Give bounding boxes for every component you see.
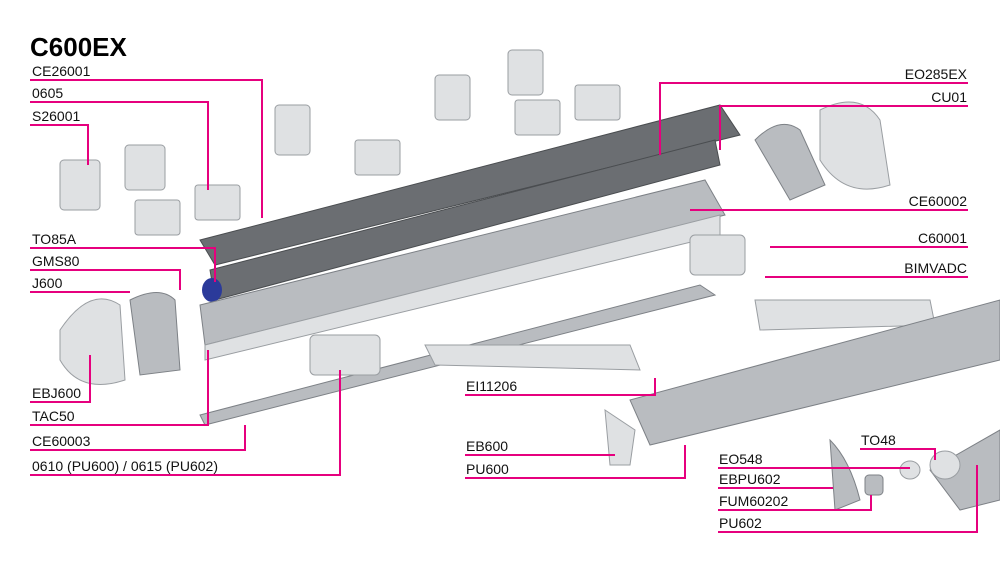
labels-right: EO285EX CU01 CE60002 C60001 BIMVADC: [904, 66, 967, 276]
label-gms80: GMS80: [32, 253, 80, 269]
label-c60001: C60001: [918, 230, 967, 246]
diagram-title: C600EX: [30, 32, 127, 62]
arm: [424, 344, 641, 371]
end-cap-eb600: [604, 409, 636, 466]
leader-lines: [30, 79, 978, 533]
motor-head: [202, 278, 222, 302]
front-profile-2: [929, 429, 1000, 511]
label-eb600: EB600: [466, 438, 508, 454]
arm-mount: [309, 334, 381, 376]
label-to85a: TO85A: [32, 231, 77, 247]
front-profile: [629, 299, 1000, 446]
label-ei11206: EI11206: [466, 378, 517, 394]
label-tac50: TAC50: [32, 408, 75, 424]
label-ebpu602: EBPU602: [719, 471, 781, 487]
wall-bracket: [59, 49, 621, 236]
label-pu600: PU600: [466, 461, 509, 477]
end-plate-right: [754, 123, 826, 201]
arm-mount-right: [689, 234, 746, 276]
label-s26001: S26001: [32, 108, 80, 124]
parts: [59, 49, 1000, 511]
end-cap-left: [59, 298, 126, 385]
end-cap-right: [819, 101, 891, 190]
label-j600: J600: [32, 275, 63, 291]
label-0605: 0605: [32, 85, 63, 101]
label-ebj600: EBJ600: [32, 385, 81, 401]
cassette-profile: [199, 179, 726, 346]
label-ce60003: CE60003: [32, 433, 91, 449]
cassette-cover: [199, 104, 741, 266]
tube-end: [929, 450, 961, 480]
end-plate-left: [129, 292, 181, 376]
label-ce60002: CE60002: [909, 193, 968, 209]
fum-plate: [864, 474, 884, 496]
labels-left: CE26001 0605 S26001 TO85A GMS80 J600 EBJ…: [32, 63, 218, 474]
label-to48: TO48: [861, 432, 896, 448]
label-eo285ex: EO285EX: [905, 66, 968, 82]
end-plate-pu602: [829, 438, 861, 511]
label-fum60202: FUM60202: [719, 493, 788, 509]
label-bimvadc: BIMVADC: [904, 260, 967, 276]
label-ce26001: CE26001: [32, 63, 91, 79]
end-plug: [899, 460, 921, 480]
label-cu01: CU01: [931, 89, 967, 105]
label-pu602: PU602: [719, 515, 762, 531]
labels-center: EI11206 EB600 PU600: [466, 378, 517, 477]
label-0610-0615: 0610 (PU600) / 0615 (PU602): [32, 458, 218, 474]
label-eo548: EO548: [719, 451, 763, 467]
labels-bottom-right: TO48 EO548 EBPU602 FUM60202 PU602: [719, 432, 896, 531]
